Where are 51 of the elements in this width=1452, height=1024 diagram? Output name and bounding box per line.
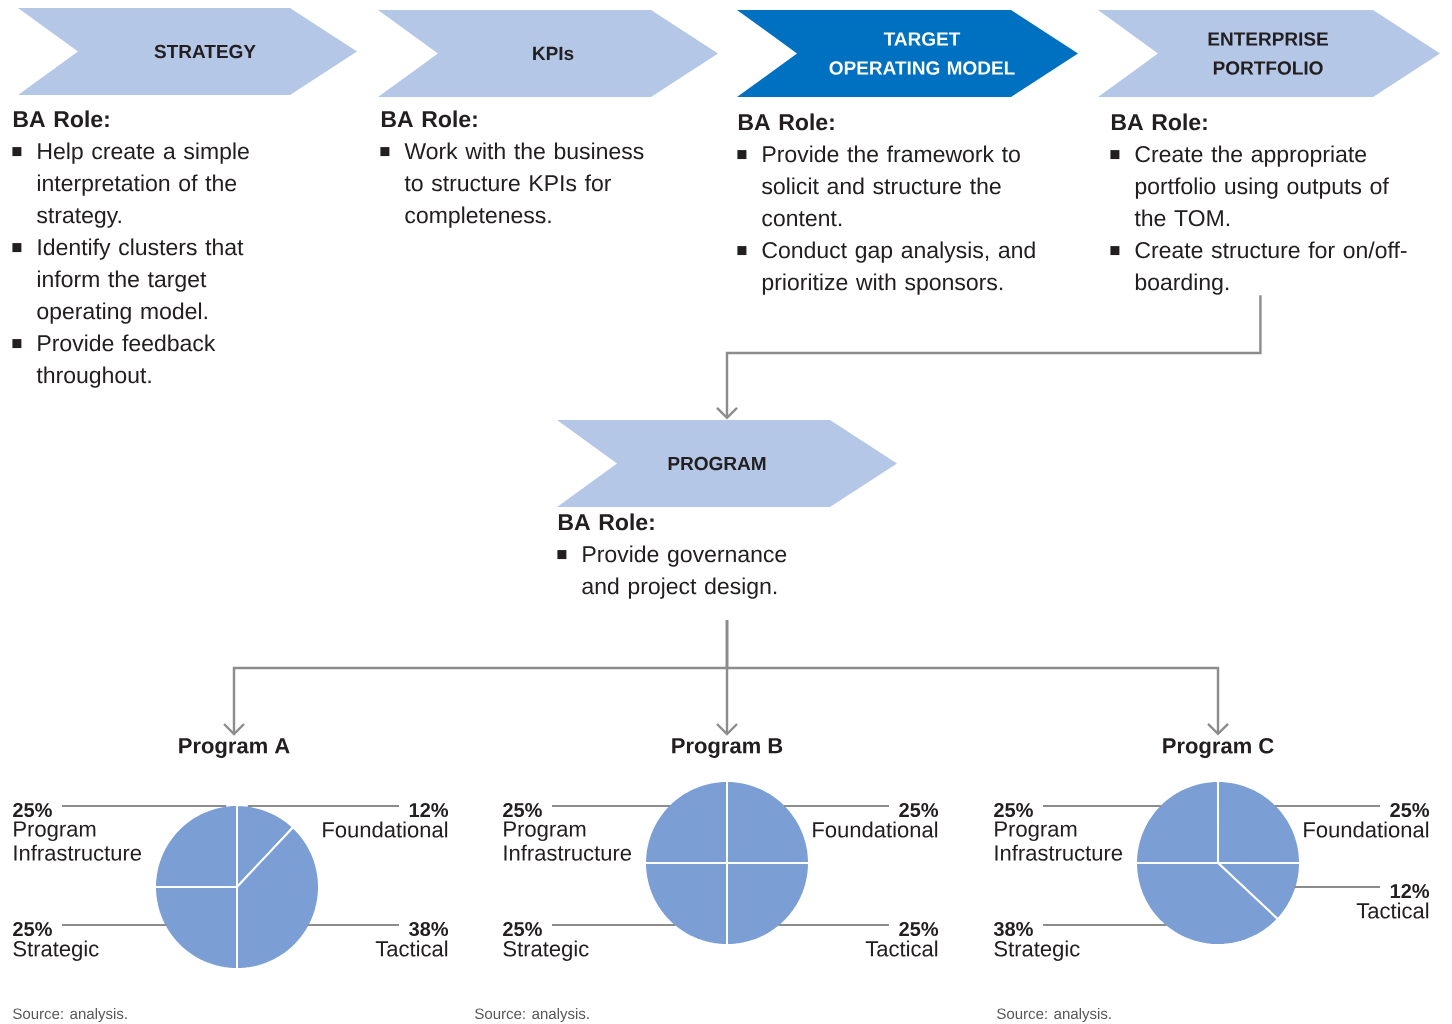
bullet-item: Identify clusters that inform the target operating model.: [12, 238, 244, 324]
bullet-item: Create the appropriate portfolio using outputs of the TOM.: [1110, 145, 1389, 227]
data-label: 25%: [899, 921, 939, 937]
data-label: 38%: [993, 921, 1033, 937]
chevron-box: STRATEGY: [18, 8, 357, 95]
category-label: Program Infrastructure: [995, 821, 1123, 861]
category-label: Tactical: [1356, 902, 1429, 919]
category-label: Strategic: [13, 940, 99, 961]
bullet-item: Provide governance and project design.: [557, 545, 787, 599]
chart-title: Program A: [179, 738, 290, 758]
data-label: 25%: [503, 802, 542, 818]
data-label: 25%: [899, 802, 939, 818]
source-note: Source: analysis.: [475, 1008, 589, 1022]
bullet-item: Create structure for on/off-boarding.: [1110, 241, 1407, 295]
data-label: 38%: [409, 921, 449, 937]
bullet-item: Conduct gap analysis, and prioritize with sponsors.: [737, 241, 1035, 295]
category-label: Strategic: [503, 940, 589, 961]
chevron-box: PROGRAM: [557, 420, 897, 507]
data-label: 25%: [994, 802, 1033, 818]
connector-arrow: [716, 295, 1262, 420]
data-label: 12%: [409, 802, 449, 818]
bullet-item: Provide feedback throughout.: [12, 334, 216, 388]
role-heading: BA Role:: [381, 110, 477, 128]
source-note: Source: analysis.: [13, 1008, 127, 1022]
chevron-box: KPIs: [378, 10, 718, 97]
category-label: Program Infrastructure: [14, 821, 142, 861]
role-heading: BA Role:: [13, 110, 109, 128]
category-label: Program Infrastructure: [504, 821, 632, 861]
connector-arrow: [725, 620, 1229, 736]
data-label: 25%: [13, 802, 52, 818]
category-label: Foundational: [323, 821, 448, 838]
chart-title: Program B: [672, 738, 783, 758]
role-heading: BA Role:: [738, 113, 834, 131]
bullet-item: Work with the business to structure KPIs for completeness.: [380, 142, 644, 228]
chevron-box: TARGET OPERATING MODEL: [737, 10, 1078, 97]
category-label: Foundational: [1304, 821, 1429, 838]
category-label: Strategic: [994, 940, 1080, 961]
data-label: 25%: [503, 921, 542, 937]
chart-title: Program C: [1163, 738, 1274, 759]
role-heading: BA Role:: [558, 513, 654, 531]
data-label: 12%: [1390, 883, 1430, 899]
source-note: Source: analysis.: [997, 1008, 1111, 1022]
role-heading: BA Role:: [1111, 113, 1207, 131]
category-label: Foundational: [813, 821, 938, 838]
category-label: Tactical: [375, 940, 448, 957]
bullet-item: Help create a simple interpretation of the strategy.: [12, 142, 249, 228]
chevron-box: ENTERPRISE PORTFOLIO: [1098, 10, 1440, 97]
data-label: 25%: [1390, 802, 1430, 818]
category-label: Tactical: [865, 940, 938, 957]
bullet-item: Provide the framework to solicit and structure the content.: [737, 145, 1020, 227]
data-label: 25%: [13, 921, 52, 937]
